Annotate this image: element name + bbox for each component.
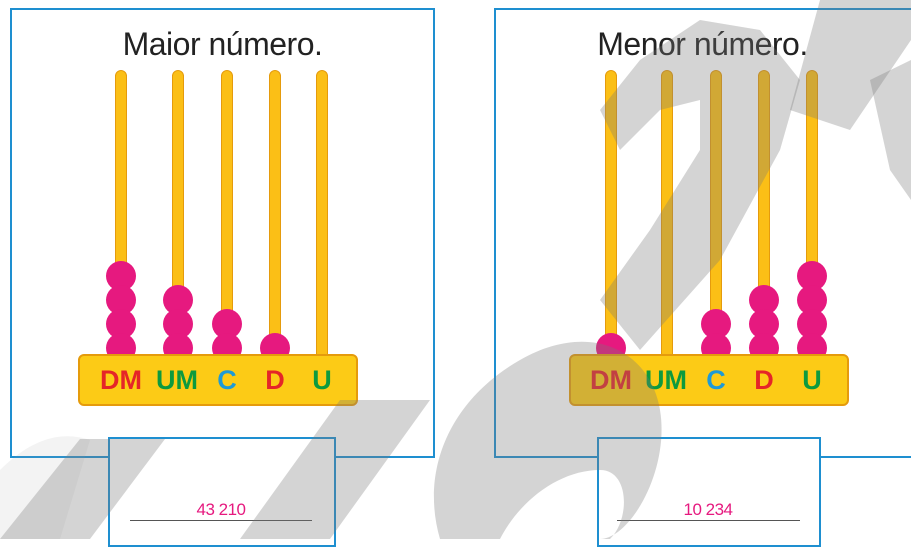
abacus-base (78, 354, 358, 406)
panel-title-maior: Maior número. (122, 26, 323, 62)
abacus-rod-um (661, 70, 673, 360)
place-label-um: UM (156, 365, 198, 395)
place-label-c: C (706, 365, 726, 395)
answer-box-left (108, 437, 336, 547)
abacus-rod-dm (605, 70, 617, 360)
place-label-dm: DM (100, 365, 142, 395)
abacus-rod-d (269, 70, 281, 360)
answer-value-left: 43 210 (196, 500, 247, 519)
answer-box-right (597, 437, 821, 547)
answer-line-right (617, 520, 800, 521)
place-label-u: U (802, 365, 822, 395)
panel-title-menor: Menor número. (597, 26, 808, 62)
abacus-base (569, 354, 849, 406)
abacus-rod-u (316, 70, 328, 360)
place-label-d: D (754, 365, 774, 395)
place-label-d: D (265, 365, 285, 395)
place-label-dm: DM (590, 365, 632, 395)
answer-value-right: 10 234 (683, 500, 734, 519)
place-label-u: U (312, 365, 332, 395)
place-label-um: UM (645, 365, 687, 395)
place-label-c: C (217, 365, 237, 395)
answer-line-left (130, 520, 312, 521)
